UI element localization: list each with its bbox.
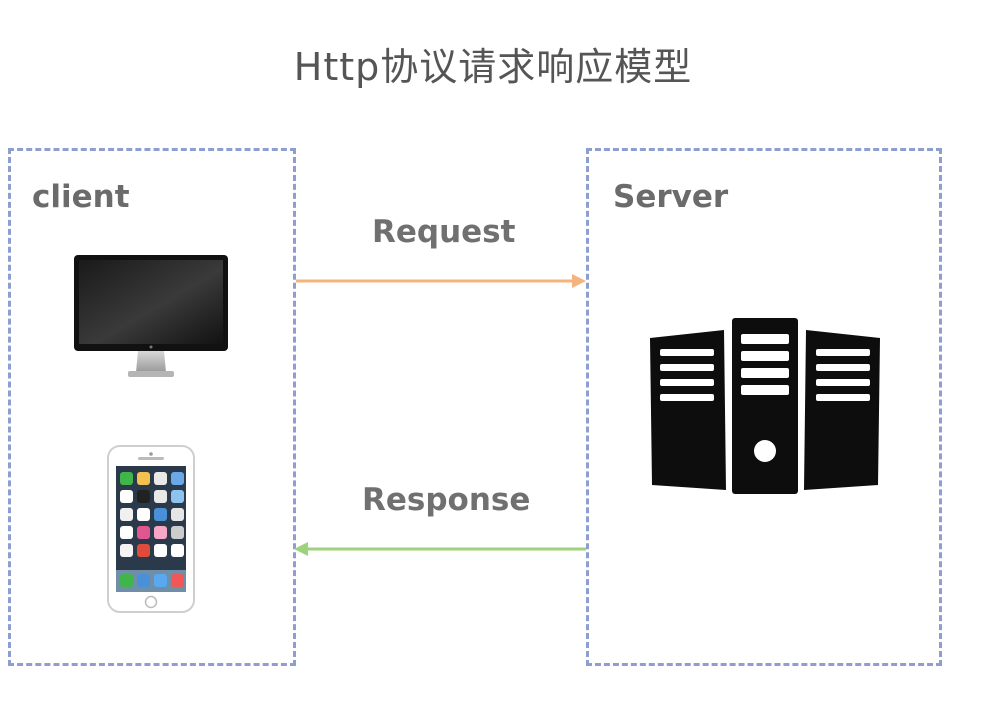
- server-label: Server: [613, 179, 729, 215]
- response-label: Response: [362, 482, 531, 518]
- client-box: client: [8, 148, 296, 666]
- request-arrow: [296, 274, 586, 288]
- request-label: Request: [372, 214, 516, 250]
- server-box: Server: [586, 148, 942, 666]
- client-label: client: [32, 179, 130, 215]
- diagram-title: Http协议请求响应模型: [293, 45, 693, 89]
- monitor-icon: [74, 255, 228, 377]
- smartphone-icon: [107, 445, 195, 613]
- response-arrow: [294, 542, 586, 556]
- server-rack-icon: [650, 318, 880, 494]
